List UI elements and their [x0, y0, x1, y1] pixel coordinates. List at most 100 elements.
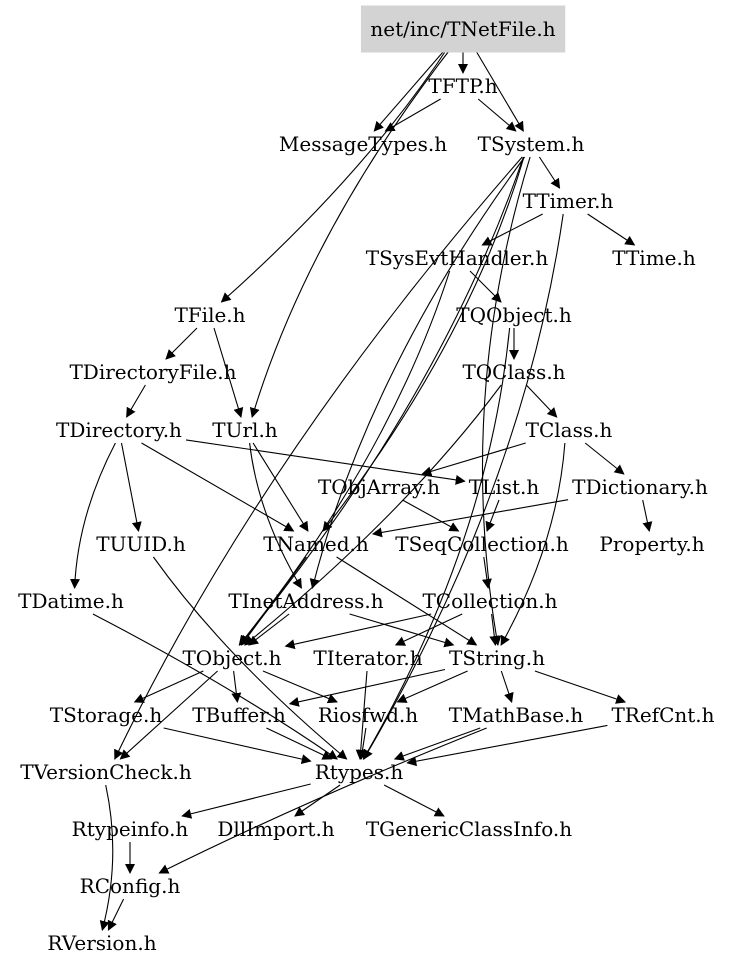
- edge-layer: [69, 41, 653, 931]
- edge-tobjarray-to-tseqcollection: [402, 499, 460, 532]
- node-tuuid[interactable]: TUUID.h: [96, 532, 186, 556]
- node-rtypeinfo[interactable]: Rtypeinfo.h: [72, 817, 189, 841]
- node-label: TStorage.h: [50, 703, 163, 727]
- node-label: TTimer.h: [523, 189, 614, 213]
- node-ttimer[interactable]: TTimer.h: [523, 189, 614, 213]
- node-label: TSysEvtHandler.h: [366, 246, 549, 270]
- node-label: Rtypes.h: [315, 760, 404, 784]
- edge-tdictionary-to-property: [642, 499, 653, 532]
- edge-tqclass-to-tclass: [525, 384, 558, 418]
- node-tnetfile[interactable]: net/inc/TNetFile.h: [360, 5, 566, 53]
- node-tbuffer[interactable]: TBuffer.h: [192, 703, 286, 727]
- node-label: TSeqCollection.h: [395, 532, 569, 556]
- node-label: TInetAddress.h: [228, 589, 383, 613]
- node-turl[interactable]: TUrl.h: [212, 418, 278, 442]
- node-label: TNamed.h: [263, 532, 369, 556]
- node-tfile[interactable]: TFile.h: [174, 303, 245, 327]
- edge-tdictionary-to-tnamed: [371, 499, 569, 538]
- node-tclass[interactable]: TClass.h: [526, 418, 613, 442]
- edge-tdirectory-to-tnamed: [141, 442, 295, 532]
- edge-tinetaddress-to-tobject: [248, 613, 290, 646]
- node-label: TDirectory.h: [56, 418, 182, 442]
- node-tmathbase[interactable]: TMathBase.h: [449, 703, 584, 727]
- edge-tsystem-to-tversioncheck: [114, 156, 523, 760]
- node-tstorage[interactable]: TStorage.h: [50, 703, 163, 727]
- node-label: DllImport.h: [217, 817, 334, 841]
- edge-tnetfile-to-turl: [249, 41, 457, 418]
- node-label: TBuffer.h: [192, 703, 286, 727]
- edge-tobject-to-tversioncheck: [119, 670, 218, 760]
- node-tftp[interactable]: TFTP.h: [428, 74, 497, 98]
- node-tsystem[interactable]: TSystem.h: [478, 132, 585, 156]
- edge-ttimer-to-tsysevthandler: [481, 213, 543, 246]
- node-label: TUrl.h: [212, 418, 278, 442]
- node-label: Property.h: [599, 532, 704, 556]
- node-label: TTime.h: [612, 246, 696, 270]
- node-label: TUUID.h: [96, 532, 186, 556]
- edge-tdatime-to-rtypes: [92, 613, 338, 760]
- node-tstring[interactable]: TString.h: [449, 646, 545, 670]
- edge-tbuffer-to-rtypes: [266, 727, 333, 760]
- edge-tftp-to-tsystem: [477, 98, 517, 132]
- edge-rconfig-to-rversion: [107, 898, 125, 931]
- edge-rtypes-to-tgenericclassinfo: [383, 784, 445, 817]
- root-node-highlight: [360, 5, 566, 53]
- node-tlist[interactable]: TList.h: [469, 475, 540, 499]
- node-tsysevthandler[interactable]: TSysEvtHandler.h: [366, 246, 549, 270]
- node-label: MessageTypes.h: [279, 132, 447, 156]
- node-riosfwd[interactable]: Riosfwd.h: [318, 703, 418, 727]
- node-rversion[interactable]: RVersion.h: [47, 931, 156, 955]
- edge-tstring-to-tmathbase: [500, 670, 514, 703]
- edge-tclass-to-tdictionary: [584, 442, 625, 475]
- node-titerator[interactable]: TIterator.h: [313, 646, 422, 670]
- node-tgenericclassinfo[interactable]: TGenericClassInfo.h: [366, 817, 572, 841]
- edge-tdirectory-to-tdatime: [69, 442, 116, 589]
- node-label: TDictionary.h: [572, 475, 708, 499]
- node-rconfig[interactable]: RConfig.h: [80, 874, 181, 898]
- node-dllimport[interactable]: DllImport.h: [217, 817, 334, 841]
- node-tdatime[interactable]: TDatime.h: [18, 589, 124, 613]
- node-label: net/inc/TNetFile.h: [370, 17, 555, 41]
- node-tdirectory[interactable]: TDirectory.h: [56, 418, 182, 442]
- node-label: TFTP.h: [428, 74, 497, 98]
- node-tdirectoryfile[interactable]: TDirectoryFile.h: [69, 360, 236, 384]
- edge-tlist-to-tseqcollection: [485, 499, 500, 532]
- edge-tobject-to-tstorage: [133, 670, 204, 703]
- edge-tsystem-to-tnamed: [322, 156, 525, 532]
- edge-tdirectoryfile-to-tdirectory: [126, 384, 146, 418]
- node-ttime[interactable]: TTime.h: [612, 246, 696, 270]
- edge-tqobject-to-rtypes: [362, 327, 511, 760]
- node-label: TFile.h: [174, 303, 245, 327]
- node-label: TMathBase.h: [449, 703, 584, 727]
- edge-tsystem-to-tobject: [238, 156, 524, 646]
- node-tqclass[interactable]: TQClass.h: [462, 360, 565, 384]
- edge-tnetfile-to-tfile: [220, 41, 452, 303]
- node-label: TQClass.h: [462, 360, 565, 384]
- edge-tuuid-to-rtypes: [152, 556, 348, 760]
- node-tcollection[interactable]: TCollection.h: [422, 589, 557, 613]
- node-tdictionary[interactable]: TDictionary.h: [572, 475, 708, 499]
- node-tnamed[interactable]: TNamed.h: [263, 532, 369, 556]
- edge-tstring-to-tbuffer: [288, 668, 446, 707]
- node-label: RVersion.h: [47, 931, 156, 955]
- edge-tstorage-to-rtypes: [163, 727, 312, 765]
- node-tseqcollection[interactable]: TSeqCollection.h: [395, 532, 569, 556]
- node-property[interactable]: Property.h: [599, 532, 704, 556]
- node-tinetaddress[interactable]: TInetAddress.h: [228, 589, 383, 613]
- node-trefcnt[interactable]: TRefCnt.h: [611, 703, 714, 727]
- edge-ttimer-to-ttime: [587, 213, 636, 246]
- edge-tfile-to-tdirectoryfile: [165, 327, 198, 360]
- node-rtypes[interactable]: Rtypes.h: [315, 760, 404, 784]
- edge-tmathbase-to-rtypes: [393, 727, 481, 761]
- node-label: RConfig.h: [80, 874, 181, 898]
- node-tversioncheck[interactable]: TVersionCheck.h: [20, 760, 192, 784]
- edge-tclass-to-tstring: [500, 442, 566, 646]
- node-tobjarray[interactable]: TObjArray.h: [318, 475, 440, 499]
- node-tobject[interactable]: TObject.h: [182, 646, 281, 670]
- edge-tobject-to-tbuffer: [231, 670, 242, 703]
- node-messagetypes[interactable]: MessageTypes.h: [279, 132, 447, 156]
- edge-tcollection-to-titerator: [394, 613, 463, 646]
- node-label: TString.h: [449, 646, 545, 670]
- node-tqobject[interactable]: TQObject.h: [456, 303, 572, 327]
